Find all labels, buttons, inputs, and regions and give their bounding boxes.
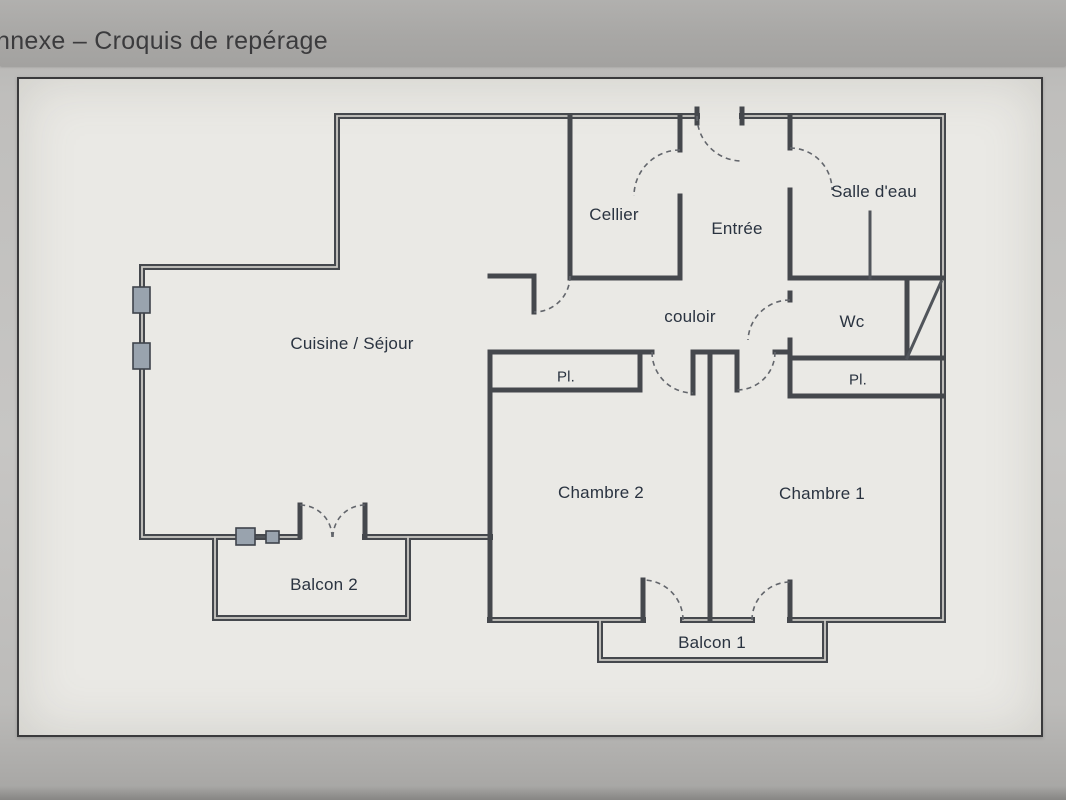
room-label-cuisine: Cuisine / Séjour (290, 334, 414, 353)
room-label-balcon1: Balcon 1 (678, 633, 746, 652)
page-title: nnexe – Croquis de repérage (0, 27, 328, 55)
room-label-entree: Entrée (711, 219, 763, 238)
header-bar: nnexe – Croquis de repérage (0, 0, 1066, 66)
room-label-couloir: couloir (664, 307, 716, 326)
room-label-placard-left: Pl. (556, 368, 576, 386)
room-label-chambre1: Chambre 1 (779, 484, 865, 503)
room-label-chambre2: Chambre 2 (558, 483, 644, 502)
room-label-wc: Wc (839, 312, 865, 331)
room-label-salle-deau: Salle d'eau (831, 182, 917, 201)
room-label-cellier: Cellier (589, 205, 639, 224)
room-label-balcon2: Balcon 2 (290, 575, 358, 594)
room-label-placard-right: Pl. (848, 371, 868, 389)
